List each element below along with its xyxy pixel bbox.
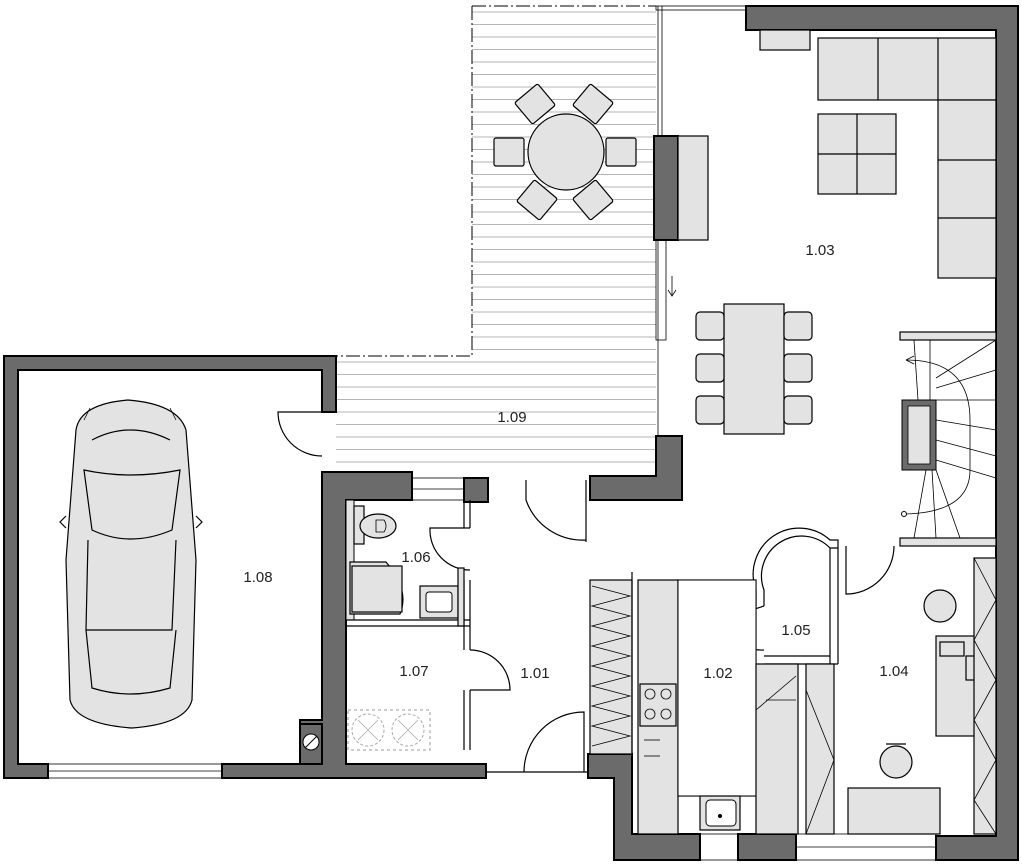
room-label-1.05: 1.05 (781, 622, 810, 639)
room-label-1.04: 1.04 (879, 663, 908, 680)
bathroom-fixtures (349, 505, 465, 627)
room-104-furniture (847, 557, 997, 835)
windows (47, 5, 937, 861)
walls (3, 5, 1019, 861)
room-label-1.09: 1.09 (497, 409, 526, 426)
room-labels: 1.01 1.02 1.03 1.04 1.05 1.06 1.07 1.08 … (243, 242, 908, 682)
kitchen-furniture (589, 572, 835, 835)
car-symbol (59, 399, 203, 729)
terrace-decking (336, 5, 663, 472)
room-label-1.03: 1.03 (805, 242, 834, 259)
utility-appliances (347, 709, 431, 751)
room-label-1.08: 1.08 (243, 569, 272, 586)
living-room-furniture (695, 29, 997, 435)
staircase (901, 339, 997, 539)
room-label-1.07: 1.07 (399, 663, 428, 680)
room-label-1.02: 1.02 (703, 665, 732, 682)
room-label-1.06: 1.06 (401, 549, 430, 566)
boiler (299, 723, 323, 765)
terrace-dining-set (493, 83, 637, 221)
doors (277, 239, 895, 773)
room-label-1.01: 1.01 (520, 665, 549, 682)
